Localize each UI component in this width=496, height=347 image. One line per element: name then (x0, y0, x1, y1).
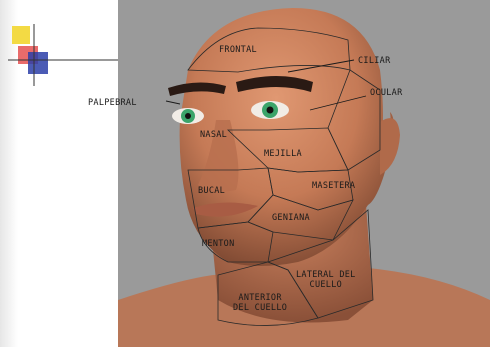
label-geniana: GENIANA (272, 214, 310, 224)
face-render (118, 0, 490, 347)
label-mejilla: MEJILLA (264, 150, 302, 160)
label-anterior-del-cuello: ANTERIOR DEL CUELLO (233, 294, 287, 314)
label-bucal: BUCAL (198, 187, 225, 197)
label-masetera: MASETERA (312, 182, 355, 192)
label-palpebral: PALPEBRAL (88, 99, 137, 109)
face-regions-illustration: FRONTAL CILIAR OCULAR PALPEBRAL NASAL ME… (118, 0, 490, 347)
yellow-square (12, 26, 30, 44)
label-ocular: OCULAR (370, 89, 403, 99)
label-lateral-line2: CUELLO (296, 281, 356, 291)
label-frontal: FRONTAL (219, 46, 257, 56)
decorative-squares (8, 24, 118, 94)
label-menton: MENTON (202, 240, 235, 250)
blue-square (28, 52, 48, 74)
label-ciliar: CILIAR (358, 57, 391, 67)
label-nasal: NASAL (200, 131, 227, 141)
label-lateral-del-cuello: LATERAL DEL CUELLO (296, 271, 356, 291)
label-anterior-line2: DEL CUELLO (233, 304, 287, 314)
